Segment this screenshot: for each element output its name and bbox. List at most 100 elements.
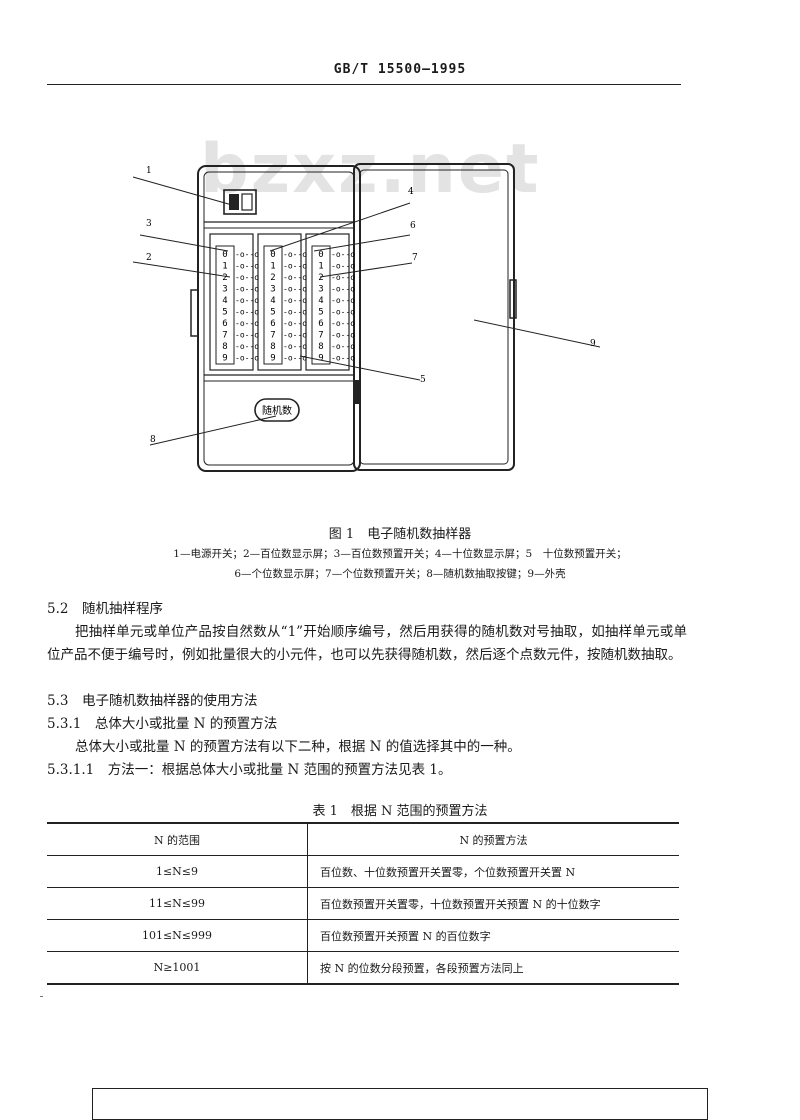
hundreds-preset-switch-8[interactable]: -o--o	[235, 342, 259, 351]
table-header-row: N 的范围 N 的预置方法	[47, 823, 679, 856]
units-digit-7: 7	[318, 331, 323, 341]
hundreds-preset-switch-0[interactable]: -o--o	[235, 250, 259, 259]
hundreds-digit-2: 2	[222, 273, 227, 283]
hundreds-digit-4: 4	[222, 296, 227, 306]
header-preset-method: N 的预置方法	[459, 833, 528, 847]
tens-digit-7: 7	[270, 331, 275, 341]
hundreds-digit-7: 7	[222, 331, 227, 341]
cell-preset-method: 按 N 的位数分段预置，各段预置方法同上	[320, 961, 524, 975]
hundreds-preset-switch-7[interactable]: -o--o	[235, 331, 259, 340]
table-1: N 的范围 N 的预置方法 1≤N≤9 百位数、十位数预置开关置零，个位数预置开…	[47, 822, 679, 985]
units-digit-6: 6	[318, 319, 323, 329]
hundreds-preset-switch-6[interactable]: -o--o	[235, 319, 259, 328]
tens-preset-switch-3[interactable]: -o--o	[283, 285, 307, 294]
tens-digit-6: 6	[270, 319, 275, 329]
cell-preset-method: 百位数预置开关置零，十位数预置开关预置 N 的十位数字	[320, 897, 601, 911]
hundreds-digit-8: 8	[222, 342, 227, 352]
hundreds-digit-1: 1	[222, 262, 227, 272]
table-row: 11≤N≤99 百位数预置开关置零，十位数预置开关预置 N 的十位数字	[47, 887, 679, 920]
callout-9: 9	[590, 339, 596, 349]
callout-1: 1	[146, 166, 152, 176]
tens-preset-switch-5[interactable]: -o--o	[283, 308, 307, 317]
section-5-3-1-heading: 5.3.1 总体大小或批量 N 的预置方法	[47, 716, 278, 732]
hundreds-preset-switch-9[interactable]: -o--o	[235, 354, 259, 363]
hundreds-preset-switch-2[interactable]: -o--o	[235, 273, 259, 282]
units-preset-switch-6[interactable]: -o--o	[331, 319, 355, 328]
random-button	[254, 398, 300, 422]
units-digit-1: 1	[318, 262, 323, 272]
table-row: 101≤N≤999 百位数预置开关预置 N 的百位数字	[47, 919, 679, 952]
figure-legend-line-1: 1—电源开关；2—百位数显示屏；3—百位数预置开关；4—十位数显示屏；5 十位数…	[173, 548, 627, 560]
section-5-3-heading: 5.3 电子随机数抽样器的使用方法	[47, 693, 258, 709]
section-5-3-1-1-heading: 5.3.1.1 方法一：根据总体大小或批量 N 范围的预置方法见表 1。	[47, 762, 452, 778]
units-preset-switch-4[interactable]: -o--o	[331, 296, 355, 305]
section-5-2-heading: 5.2 随机抽样程序	[47, 601, 163, 617]
device-lid	[353, 163, 515, 471]
header-n-range: N 的范围	[47, 823, 308, 856]
tens-digit-4: 4	[270, 296, 275, 306]
units-digit-5: 5	[318, 308, 323, 318]
units-column	[305, 233, 350, 371]
callout-6: 6	[410, 221, 416, 231]
random-button-label: 随机数	[262, 404, 292, 417]
power-switch	[223, 189, 257, 215]
callout-3: 3	[146, 219, 152, 229]
hundreds-column	[209, 233, 254, 371]
cell-n-range: 101≤N≤999	[47, 919, 308, 952]
cell-preset-method: 百位数、十位数预置开关置零，个位数预置开关置 N	[320, 865, 576, 879]
scan-speck	[40, 996, 43, 997]
units-preset-switch-8[interactable]: -o--o	[331, 342, 355, 351]
units-digit-2: 2	[318, 273, 323, 283]
callout-2: 2	[146, 253, 152, 263]
units-preset-switch-9[interactable]: -o--o	[331, 354, 355, 363]
units-preset-switch-2[interactable]: -o--o	[331, 273, 355, 282]
tens-digit-3: 3	[270, 285, 275, 295]
units-preset-switch-7[interactable]: -o--o	[331, 331, 355, 340]
units-preset-switch-5[interactable]: -o--o	[331, 308, 355, 317]
cell-n-range: N≥1001	[47, 951, 308, 984]
figure-legend-line-2: 6—个位数显示屏；7—个位数预置开关；8—随机数抽取按键；9—外壳	[234, 568, 566, 580]
tens-digit-1: 1	[270, 262, 275, 272]
units-digit-3: 3	[318, 285, 323, 295]
hundreds-digit-9: 9	[222, 354, 227, 364]
units-preset-switch-1[interactable]: -o--o	[331, 262, 355, 271]
tens-preset-switch-4[interactable]: -o--o	[283, 296, 307, 305]
cell-n-range: 11≤N≤99	[47, 887, 308, 920]
header-rule	[47, 84, 681, 85]
callout-7: 7	[412, 253, 418, 263]
tens-preset-switch-6[interactable]: -o--o	[283, 319, 307, 328]
tens-digit-2: 2	[270, 273, 275, 283]
tens-preset-switch-9[interactable]: -o--o	[283, 354, 307, 363]
section-5-2-body: 把抽样单元或单位产品按自然数从“1”开始顺序编号，然后用获得的随机数对号抽取，如…	[47, 624, 687, 663]
units-digit-9: 9	[318, 354, 323, 364]
hundreds-preset-switch-4[interactable]: -o--o	[235, 296, 259, 305]
tens-preset-switch-7[interactable]: -o--o	[283, 331, 307, 340]
tens-digit-8: 8	[270, 342, 275, 352]
sampler-figure: 0 -o--o 1 -o--o 2 -o--o 3 -o--o 4 -o--o 5 -o--o 6 -o-…	[132, 163, 601, 472]
cell-n-range: 1≤N≤9	[47, 855, 308, 888]
units-preset-switch-0[interactable]: -o--o	[331, 250, 355, 259]
tens-digit-9: 9	[270, 354, 275, 364]
tens-preset-switch-2[interactable]: -o--o	[283, 273, 307, 282]
tens-digit-5: 5	[270, 308, 275, 318]
tens-preset-switch-1[interactable]: -o--o	[283, 262, 307, 271]
units-preset-switch-3[interactable]: -o--o	[331, 285, 355, 294]
hundreds-digit-6: 6	[222, 319, 227, 329]
figure-caption: 图 1 电子随机数抽样器	[328, 527, 472, 542]
units-digit-8: 8	[318, 342, 323, 352]
units-digit-0: 0	[318, 250, 323, 260]
callout-5: 5	[420, 375, 426, 385]
hundreds-preset-switch-5[interactable]: -o--o	[235, 308, 259, 317]
hundreds-digit-3: 3	[222, 285, 227, 295]
units-digit-4: 4	[318, 296, 323, 306]
standard-number-header: GB/T 15500—1995	[333, 62, 467, 77]
tens-column	[257, 233, 302, 371]
table-row: 1≤N≤9 百位数、十位数预置开关置零，个位数预置开关置 N	[47, 855, 679, 888]
hundreds-preset-switch-3[interactable]: -o--o	[235, 285, 259, 294]
tens-preset-switch-8[interactable]: -o--o	[283, 342, 307, 351]
table-1-title: 表 1 根据 N 范围的预置方法	[312, 804, 488, 819]
callout-8: 8	[150, 435, 156, 445]
section-5-3-1-body: 总体大小或批量 N 的预置方法有以下二种，根据 N 的值选择其中的一种。	[75, 739, 521, 755]
hundreds-preset-switch-1[interactable]: -o--o	[235, 262, 259, 271]
tens-preset-switch-0[interactable]: -o--o	[283, 250, 307, 259]
